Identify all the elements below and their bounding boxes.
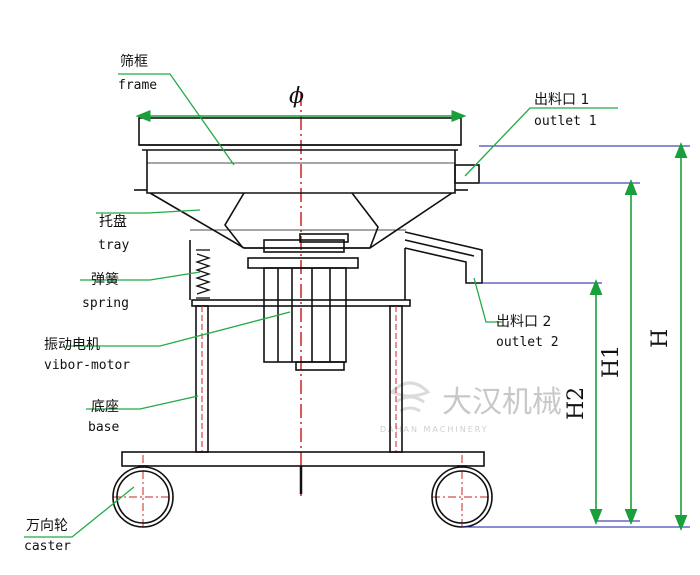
h-label: H xyxy=(648,329,673,348)
leader-lines xyxy=(24,73,618,538)
label-tray-cn: 托盘 xyxy=(99,213,127,230)
outlet-2 xyxy=(404,231,483,284)
label-spring-en: spring xyxy=(82,296,129,311)
label-motor-en: vibor-motor xyxy=(44,358,130,373)
watermark-brand-en: DAHAN MACHINERY xyxy=(380,425,489,434)
label-caster-cn: 万向轮 xyxy=(26,518,68,534)
callout-labels: 筛框 frame 托盘 tray 弹簧 spring 振动电机 vibor-mo… xyxy=(24,54,597,554)
h1-label: H1 xyxy=(599,345,624,378)
label-base-en: base xyxy=(88,420,119,435)
label-base-cn: 底座 xyxy=(91,399,119,415)
label-tray-en: tray xyxy=(98,238,129,253)
spring xyxy=(194,249,212,299)
base xyxy=(121,240,485,494)
outlet-1 xyxy=(454,164,480,184)
tray xyxy=(149,192,453,249)
vibration-motor xyxy=(247,233,359,371)
height-dimensions: H H1 H2 xyxy=(462,142,690,531)
diameter-symbol: ϕ xyxy=(289,84,304,109)
label-frame-cn: 筛框 xyxy=(120,54,148,70)
label-spring-cn: 弹簧 xyxy=(91,272,119,288)
h2-label: H2 xyxy=(564,387,589,420)
watermark: 大汉机械 DAHAN MACHINERY xyxy=(380,381,562,434)
caster-left xyxy=(112,465,174,528)
watermark-brand-cn: 大汉机械 xyxy=(442,385,562,420)
watermark-logo-icon xyxy=(389,381,431,413)
label-motor-cn: 振动电机 xyxy=(44,337,100,353)
label-outlet2-cn: 出料口 2 xyxy=(496,314,551,330)
label-frame-en: frame xyxy=(118,78,157,93)
label-caster-en: caster xyxy=(24,539,71,554)
label-outlet1-cn: 出料口 1 xyxy=(534,92,589,108)
label-outlet1-en: outlet 1 xyxy=(534,114,597,129)
diameter-dimension: ϕ xyxy=(135,84,467,122)
label-outlet2-en: outlet 2 xyxy=(496,335,559,350)
